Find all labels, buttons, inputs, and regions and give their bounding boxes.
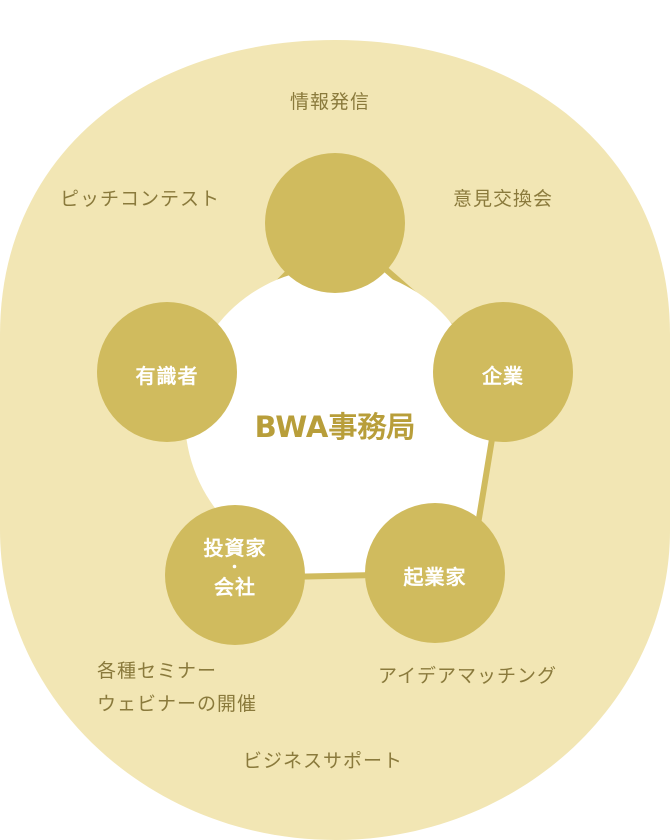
node-investors-line-2: ・	[227, 560, 243, 576]
node-investors-companies-label: 投資家 ・ 会社	[165, 536, 305, 600]
activity-opinion-exchange: 意見交換会	[453, 188, 554, 210]
node-entrepreneurs	[365, 503, 505, 643]
activity-seminars-line-2: ウェビナーの開催	[97, 693, 258, 715]
node-investors-line-1: 投資家	[203, 536, 267, 560]
activity-seminars-webinars: 各種セミナー ウェビナーの開催	[97, 655, 257, 721]
node-experts	[97, 302, 237, 442]
node-companies	[433, 302, 573, 442]
node-investors-companies	[165, 505, 305, 645]
activity-information-dissemination: 情報発信	[290, 91, 371, 113]
node-top	[265, 153, 405, 293]
activity-seminars-line-1: 各種セミナー	[97, 660, 218, 682]
activity-idea-matching: アイデアマッチング	[378, 665, 558, 687]
center-area	[185, 268, 485, 568]
activity-pitch-contest: ピッチコンテスト	[60, 188, 221, 210]
node-companies-label: 企業	[482, 364, 524, 388]
center-title: BWA事務局	[254, 410, 416, 444]
node-investors-line-3: 会社	[214, 575, 256, 599]
activity-business-support: ビジネスサポート	[243, 750, 404, 772]
node-experts-label: 有識者	[135, 364, 199, 388]
node-entrepreneurs-label: 起業家	[403, 565, 467, 589]
